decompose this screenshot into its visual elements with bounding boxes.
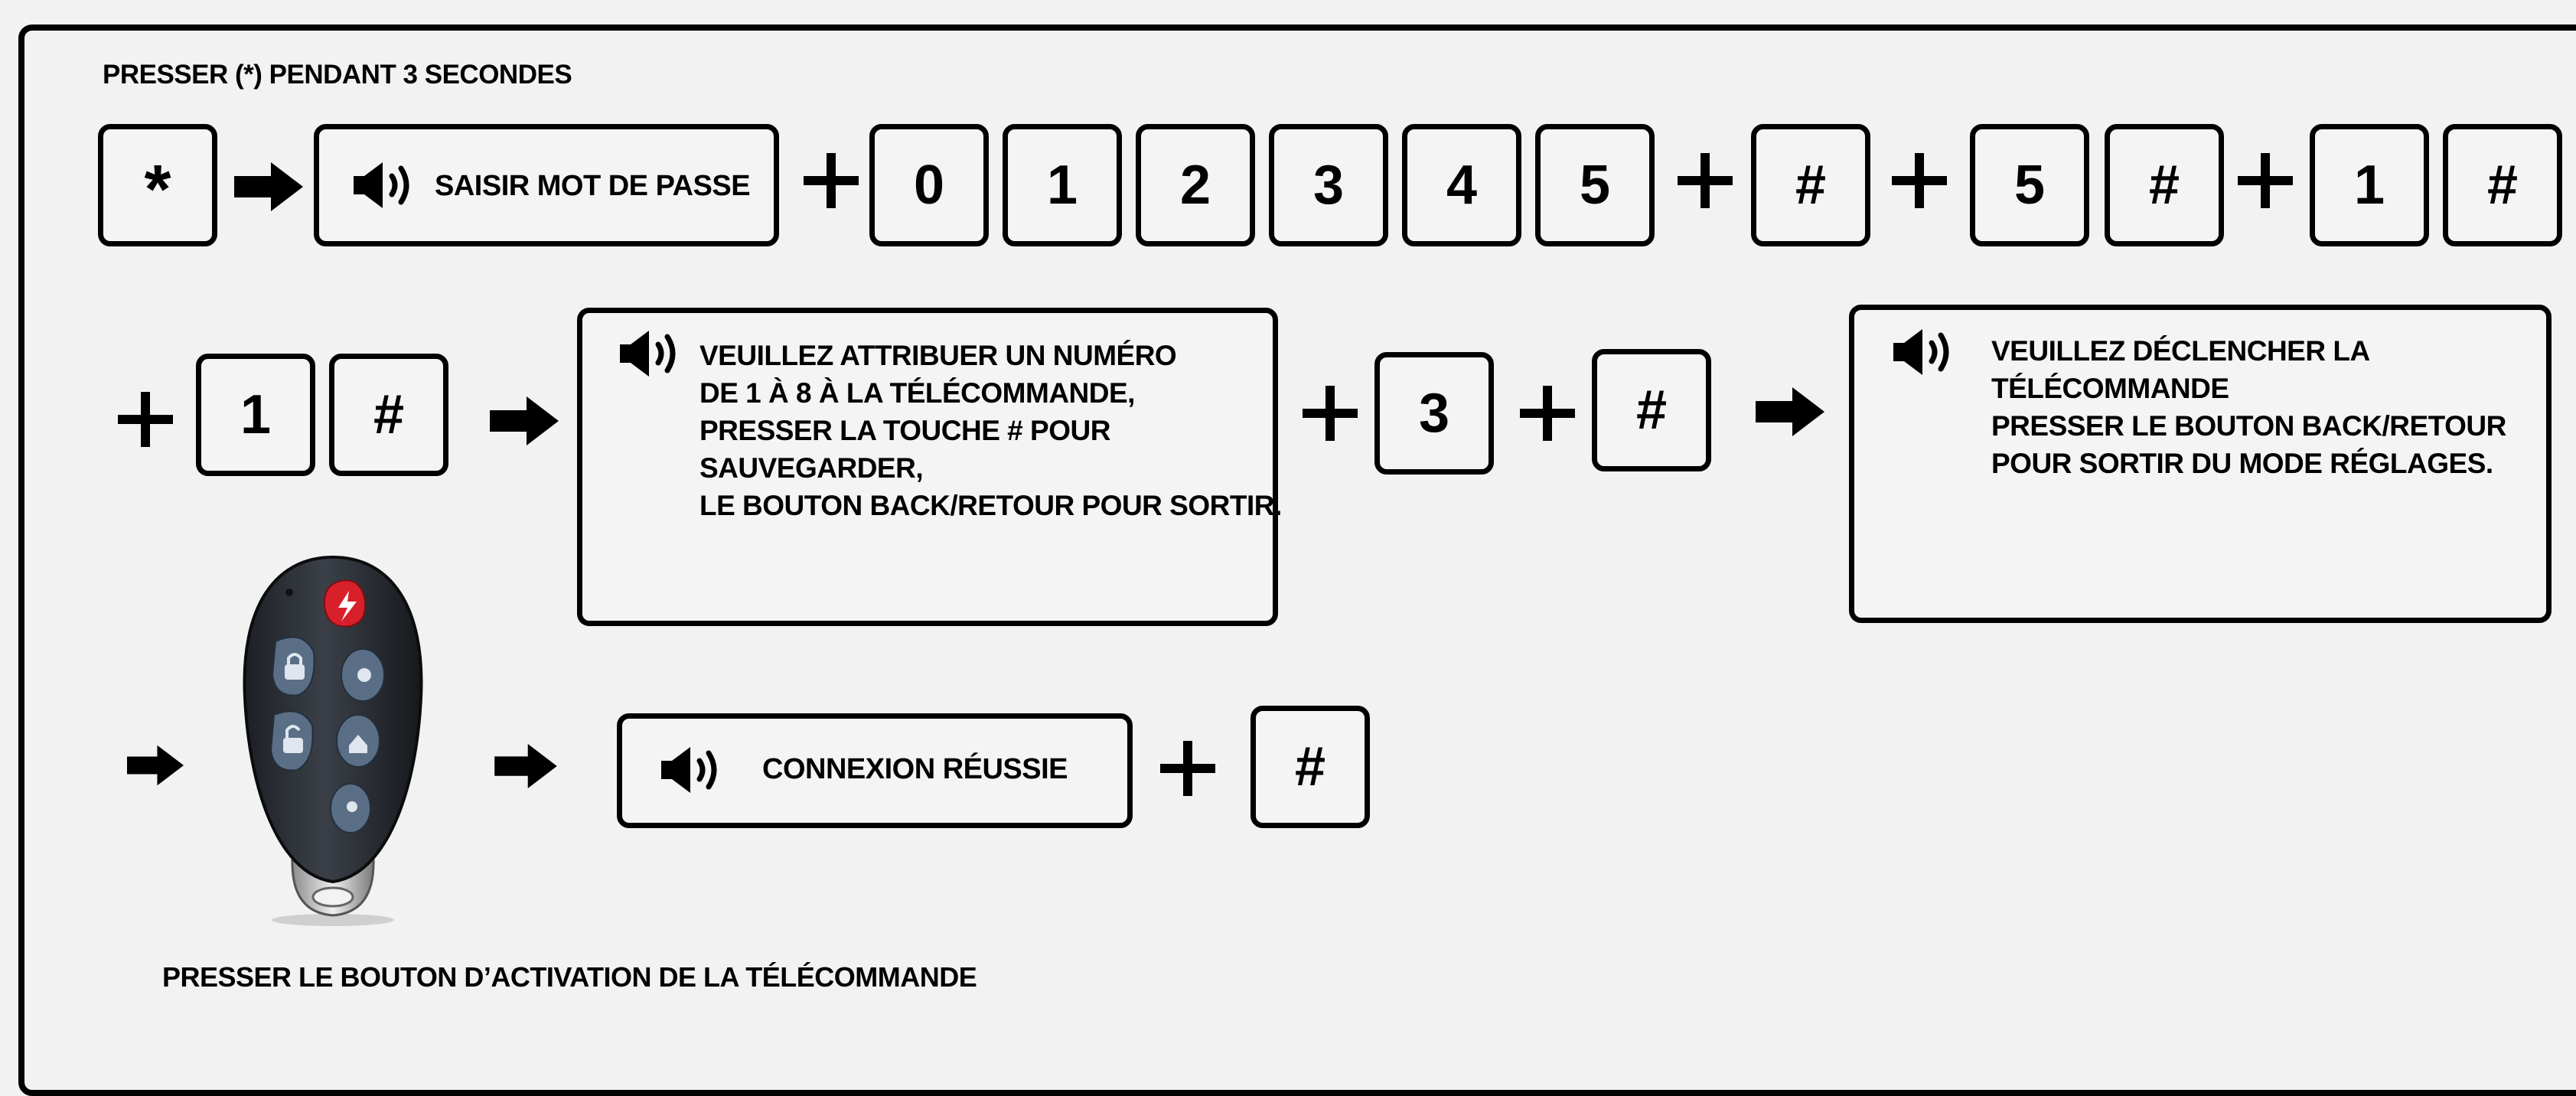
prompt-box-password bbox=[314, 124, 779, 246]
footer-instruction: PRESSER LE BOUTON D’ACTIVATION DE LA TÉL… bbox=[162, 961, 977, 993]
speaker-icon bbox=[1893, 329, 1949, 375]
prompt-box-assign bbox=[577, 308, 1278, 626]
plus-icon bbox=[1157, 738, 1218, 799]
plus-icon bbox=[2235, 150, 2296, 211]
plus-icon bbox=[115, 389, 176, 450]
home-icon bbox=[349, 735, 367, 753]
prompt-success-text: CONNEXION RÉUSSIE bbox=[762, 753, 1068, 785]
remote-control-icon bbox=[243, 555, 423, 926]
arrow-right-icon bbox=[494, 744, 557, 788]
key-0: 0 bbox=[869, 124, 989, 246]
lightning-icon bbox=[338, 591, 357, 621]
speaker-icon bbox=[620, 331, 676, 377]
plus-icon bbox=[1889, 150, 1950, 211]
plus-icon bbox=[1299, 383, 1361, 444]
key-5: 5 bbox=[1535, 124, 1655, 246]
key-hash: # bbox=[329, 354, 448, 476]
key-hash: # bbox=[2105, 124, 2224, 246]
key-5: 5 bbox=[1970, 124, 2089, 246]
key-2: 2 bbox=[1136, 124, 1255, 246]
plus-icon bbox=[801, 150, 862, 211]
arrow-right-icon bbox=[490, 396, 559, 445]
key-hash: # bbox=[1592, 349, 1711, 471]
key-3: 3 bbox=[1374, 352, 1494, 475]
key-3: 3 bbox=[1269, 124, 1388, 246]
unlock-icon bbox=[283, 725, 303, 753]
prompt-password-text: SAISIR MOT DE PASSE bbox=[435, 170, 751, 202]
key-hash: # bbox=[1751, 124, 1870, 246]
prompt-box-trigger bbox=[1849, 305, 2552, 623]
prompt-assign-text: VEUILLEZ ATTRIBUER UN NUMÉRO DE 1 À 8 À … bbox=[699, 340, 1282, 521]
key-1: 1 bbox=[196, 354, 315, 476]
key-1: 1 bbox=[2310, 124, 2429, 246]
key-1: 1 bbox=[1003, 124, 1122, 246]
prompt-trigger-text: VEUILLEZ DÉCLENCHER LA TÉLÉCOMMANDE PRES… bbox=[1991, 335, 2506, 479]
speaker-icon bbox=[354, 162, 409, 208]
arrow-right-icon bbox=[234, 162, 303, 211]
lock-icon bbox=[285, 653, 305, 680]
plus-icon bbox=[1674, 150, 1736, 211]
arrow-right-icon bbox=[1756, 387, 1824, 436]
arrow-right-icon bbox=[127, 745, 184, 786]
plus-icon bbox=[1517, 383, 1578, 444]
key-star: * bbox=[98, 124, 217, 246]
speaker-icon bbox=[661, 747, 717, 793]
key-hash: # bbox=[1251, 706, 1370, 828]
key-4: 4 bbox=[1402, 124, 1521, 246]
key-hash: # bbox=[2443, 124, 2562, 246]
header-instruction: PRESSER (*) PENDANT 3 SECONDES bbox=[103, 60, 572, 90]
